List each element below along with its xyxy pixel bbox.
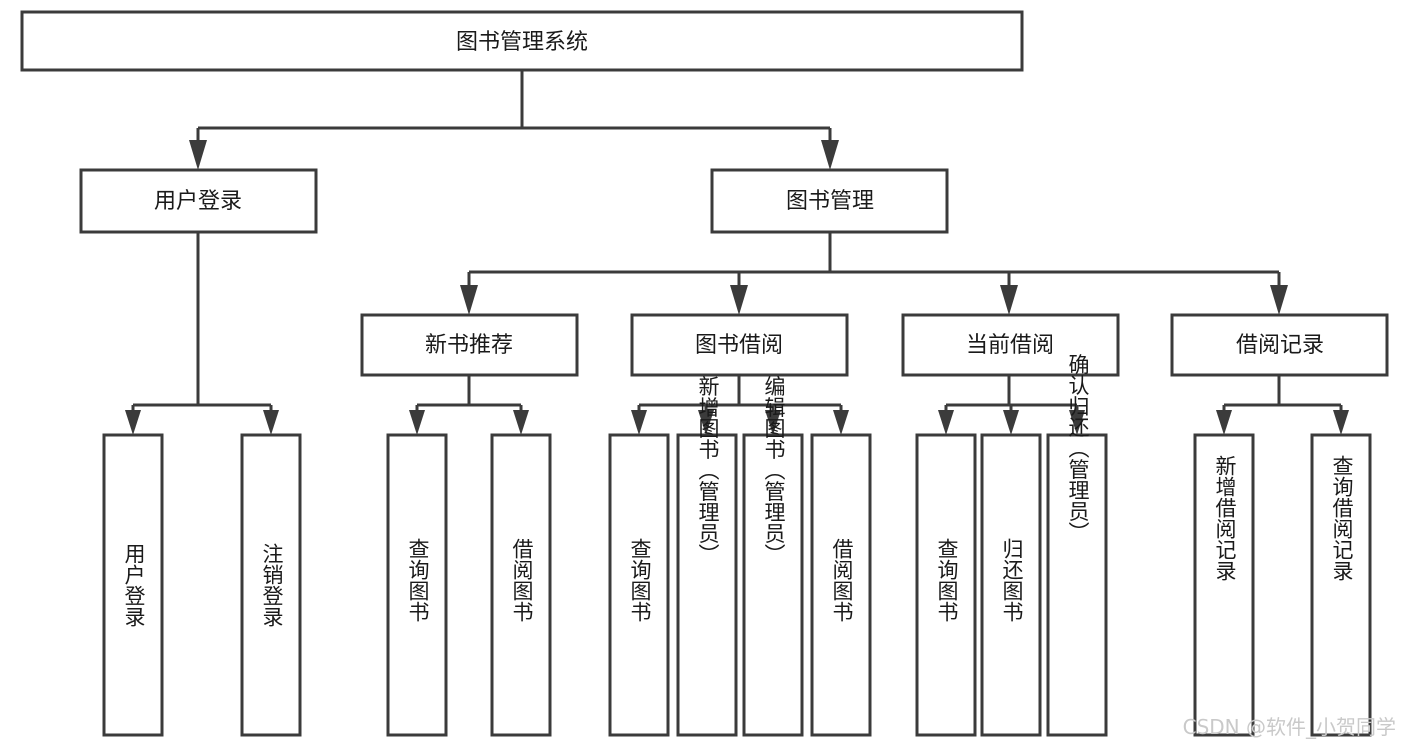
node-leaf-add-book-box[interactable] (676, 433, 738, 737)
node-leaf-borrow-book-1-box[interactable] (490, 433, 552, 737)
node-leaf-edit-book-box[interactable] (742, 433, 804, 737)
node-borrow-record[interactable]: 借阅记录 (1170, 313, 1389, 377)
arrowhead-leaf-edit-book (765, 410, 781, 435)
node-leaf-user-login-label: 用户登录 (122, 543, 146, 627)
node-leaf-add-record[interactable]: 新增借阅记录 (1193, 433, 1255, 737)
arrowhead-leaf-query-book-1 (409, 410, 425, 435)
node-root-box[interactable] (20, 10, 1024, 72)
node-leaf-query-book-2[interactable]: 查询图书 (608, 433, 670, 737)
arrowhead-borrow-record (1270, 285, 1288, 315)
node-leaf-confirm-return-box[interactable] (1046, 433, 1108, 737)
connector-group-current-borrow (938, 375, 1085, 435)
node-current-borrow-label: 当前借阅 (966, 333, 1054, 358)
node-book-manage[interactable]: 图书管理 (710, 168, 949, 234)
arrowhead-leaf-user-login (125, 410, 141, 435)
node-leaf-user-login[interactable]: 用户登录 (102, 433, 164, 737)
node-leaf-query-book-3[interactable]: 查询图书 (915, 433, 977, 737)
arrowhead-leaf-borrow-book-2 (833, 410, 849, 435)
node-leaf-confirm-return-label: 确认归还（管理员） (1066, 354, 1090, 543)
node-user-login[interactable]: 用户登录 (79, 168, 318, 234)
arrowhead-leaf-confirm-return (1069, 410, 1085, 435)
node-leaf-add-book[interactable]: 新增图书（管理员） (676, 376, 738, 737)
node-leaf-query-record[interactable]: 查询借阅记录 (1310, 433, 1372, 737)
arrowhead-book-manage (821, 140, 839, 170)
node-leaf-borrow-book-2-box[interactable] (810, 433, 872, 737)
node-leaf-query-book-3-label: 查询图书 (935, 538, 959, 622)
arrowhead-new-book-recommend (460, 285, 478, 315)
node-borrow-record-box[interactable] (1170, 313, 1389, 377)
node-book-manage-box[interactable] (710, 168, 949, 234)
node-leaf-return-book[interactable]: 归还图书 (980, 433, 1042, 737)
node-book-borrow-box[interactable] (630, 313, 849, 377)
node-leaf-logout-login-box[interactable] (240, 433, 302, 737)
node-leaf-add-book-label: 新增图书（管理员） (696, 376, 720, 565)
arrowhead-book-borrow (730, 285, 748, 315)
node-leaf-query-book-1[interactable]: 查询图书 (386, 433, 448, 737)
arrowhead-user-login (189, 140, 207, 170)
node-user-login-label: 用户登录 (154, 189, 242, 214)
node-new-book-recommend[interactable]: 新书推荐 (360, 313, 579, 377)
connector-group-book-borrow (631, 375, 849, 435)
node-leaf-borrow-book-2[interactable]: 借阅图书 (810, 433, 872, 737)
node-leaf-query-book-1-label: 查询图书 (406, 538, 430, 622)
connector-group-new-book-recommend (409, 375, 529, 435)
node-leaf-add-record-box[interactable] (1193, 433, 1255, 737)
node-leaf-add-record-label: 新增借阅记录 (1213, 455, 1237, 581)
node-leaf-edit-book[interactable]: 编辑图书（管理员） (742, 376, 804, 737)
node-leaf-logout-login[interactable]: 注销登录 (240, 433, 302, 737)
node-leaf-query-book-1-box[interactable] (386, 433, 448, 737)
node-current-borrow-box[interactable] (901, 313, 1120, 377)
node-book-manage-label: 图书管理 (786, 189, 874, 214)
node-root-label: 图书管理系统 (456, 30, 588, 55)
node-current-borrow[interactable]: 当前借阅 (901, 313, 1120, 377)
arrowhead-leaf-query-book-3 (938, 410, 954, 435)
csdn-watermark: CSDN @软件_小贺同学 (1183, 715, 1396, 739)
arrowhead-leaf-query-record (1333, 410, 1349, 435)
arrowhead-leaf-add-record (1216, 410, 1232, 435)
node-new-book-recommend-box[interactable] (360, 313, 579, 377)
node-leaf-user-login-box[interactable] (102, 433, 164, 737)
node-leaf-logout-login-label: 注销登录 (260, 543, 284, 627)
connector-group-book-manage (460, 232, 1288, 315)
node-leaf-query-book-3-box[interactable] (915, 433, 977, 737)
node-borrow-record-label: 借阅记录 (1236, 333, 1324, 358)
node-leaf-return-book-box[interactable] (980, 433, 1042, 737)
node-user-login-box[interactable] (79, 168, 318, 234)
node-book-borrow-label: 图书借阅 (695, 333, 783, 358)
node-leaf-borrow-book-1-label: 借阅图书 (510, 538, 534, 622)
node-leaf-query-record-label: 查询借阅记录 (1330, 455, 1354, 581)
arrowhead-leaf-logout-login (263, 410, 279, 435)
node-book-borrow[interactable]: 图书借阅 (630, 313, 849, 377)
arrowhead-current-borrow (1000, 285, 1018, 315)
node-leaf-query-book-2-label: 查询图书 (628, 538, 652, 622)
connector-group-user-login (125, 232, 279, 435)
node-root[interactable]: 图书管理系统 (20, 10, 1024, 72)
arrowhead-leaf-borrow-book-1 (513, 410, 529, 435)
node-leaf-confirm-return[interactable]: 确认归还（管理员） (1046, 354, 1108, 737)
node-leaf-borrow-book-2-label: 借阅图书 (830, 538, 854, 622)
node-leaf-return-book-label: 归还图书 (1000, 538, 1024, 622)
arrowhead-leaf-query-book-2 (631, 410, 647, 435)
node-leaf-query-book-2-box[interactable] (608, 433, 670, 737)
node-leaf-edit-book-label: 编辑图书（管理员） (762, 376, 786, 565)
connector-group-root (189, 70, 839, 170)
arrowhead-leaf-add-book (698, 410, 714, 435)
arrowhead-leaf-return-book (1003, 410, 1019, 435)
node-new-book-recommend-label: 新书推荐 (425, 333, 513, 358)
connector-group-borrow-record (1216, 375, 1349, 435)
node-leaf-query-record-box[interactable] (1310, 433, 1372, 737)
node-leaf-borrow-book-1[interactable]: 借阅图书 (490, 433, 552, 737)
